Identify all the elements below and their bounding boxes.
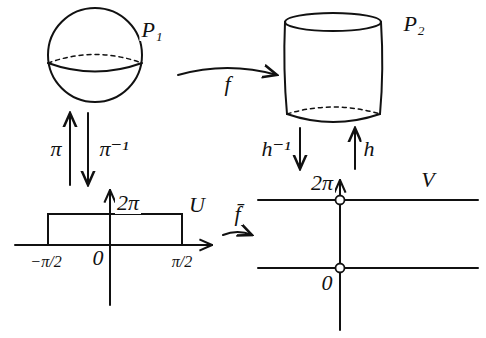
cylinder-side (284, 22, 287, 114)
surface-name: V (419, 169, 436, 191)
surface-name: P₁ (139, 19, 164, 41)
cylinder-bottom (287, 114, 380, 122)
map-name: h (362, 138, 377, 160)
cylinder-bottom-back (287, 107, 380, 114)
sphere-equator-back (48, 55, 142, 64)
map-arrow (223, 232, 252, 235)
surface-name: U (187, 194, 207, 216)
boundary-line (258, 199, 478, 201)
axis (109, 190, 111, 305)
axis-label: 0 (91, 247, 106, 269)
map-name: π (48, 138, 63, 160)
boundary-line (258, 267, 478, 269)
surface-node: V (255, 172, 483, 332)
surface-node: P₁ (40, 5, 175, 110)
map-name: f (222, 73, 232, 95)
map-name: π⁻¹ (97, 138, 130, 160)
region-u (48, 214, 182, 245)
surface-node: P₂ (280, 5, 455, 125)
axis-label: −π/2 (28, 254, 63, 270)
cylinder-top (285, 13, 381, 31)
open-point (336, 196, 345, 205)
open-point (336, 264, 345, 273)
map-arrow (87, 113, 89, 185)
map-arrow (69, 113, 71, 185)
map-name: h⁻¹ (259, 138, 292, 160)
sphere-equator (48, 63, 142, 72)
surface-name: P₂ (401, 13, 426, 35)
sphere (48, 8, 142, 102)
axis-label: π/2 (170, 254, 194, 270)
map-arrow (354, 128, 356, 169)
cylinder-side (380, 22, 382, 114)
map-name: f̄ (232, 203, 242, 225)
axis-label: 2π (115, 192, 141, 214)
axis-label: 0 (320, 272, 335, 294)
axis-label: 2π (309, 172, 335, 194)
map-arrow (299, 128, 301, 169)
